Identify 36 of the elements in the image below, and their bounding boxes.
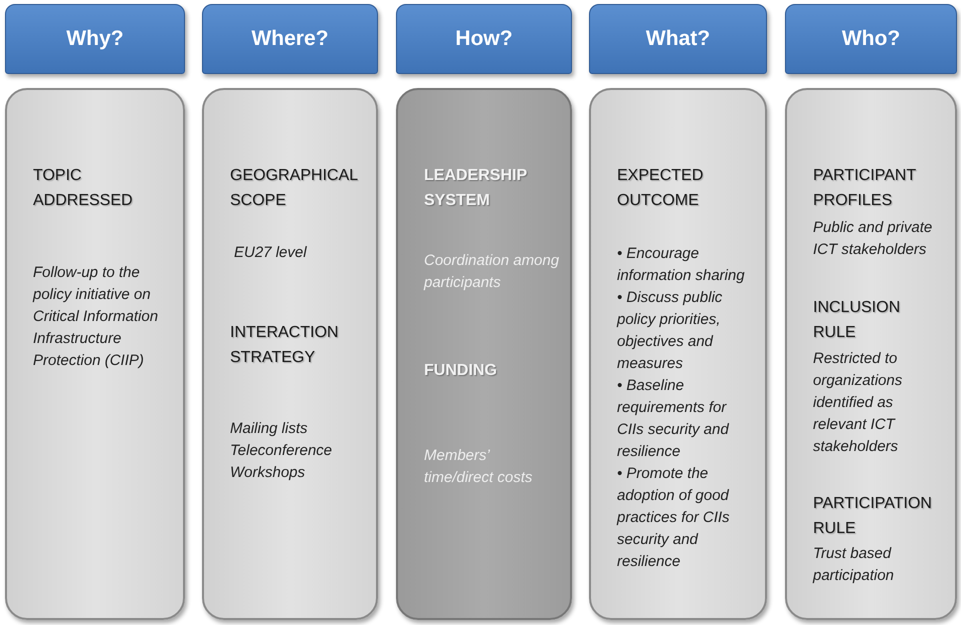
- column-panel: [202, 88, 378, 620]
- column-panel: [396, 88, 572, 620]
- column-header: [785, 4, 957, 74]
- column-header: [202, 4, 378, 74]
- section-text: EU27 level: [233, 243, 308, 263]
- header-title: Why?: [66, 27, 124, 51]
- section-text: Trust based participation: [813, 544, 895, 586]
- column-panel: [785, 88, 957, 620]
- section-text: Follow-up to the policy initiative on Critical Information Infrastructure Protection (CIIP): [33, 263, 160, 371]
- column-header: [589, 4, 767, 74]
- section-text: • Discuss public policy priorities, objectives and measures: [617, 288, 724, 374]
- section-heading: GEOGRAPHICAL SCOPE: [230, 166, 358, 211]
- section-heading: PARTICIPATION RULE: [813, 494, 933, 539]
- column-header: [396, 4, 572, 74]
- header-title: How?: [455, 27, 513, 51]
- section-heading: INCLUSION RULE: [813, 298, 902, 343]
- section-text: Mailing lists Teleconference Workshops: [230, 419, 334, 483]
- section-text: Restricted to organizations identified as relevant ICT stakeholders: [813, 349, 904, 457]
- column-header: [5, 4, 185, 74]
- section-text: Public and private ICT stakeholders: [813, 218, 934, 260]
- header-title: Where?: [251, 27, 328, 51]
- section-text: Coordination among participants: [424, 251, 560, 293]
- section-heading: TOPIC ADDRESSED: [33, 166, 134, 211]
- section-heading: LEADERSHIP SYSTEM: [424, 166, 528, 211]
- section-heading: INTERACTION STRATEGY: [230, 323, 340, 368]
- section-text: • Encourage information sharing: [617, 244, 746, 286]
- section-text: Members’ time/direct costs: [424, 446, 534, 488]
- section-heading: EXPECTED OUTCOME: [617, 166, 704, 211]
- column-panel: [589, 88, 767, 620]
- section-heading: FUNDING: [424, 361, 498, 381]
- header-title: What?: [646, 27, 710, 51]
- column-panel: [5, 88, 185, 620]
- header-title: Who?: [842, 27, 900, 51]
- section-text: • Baseline requirements for CIIs security and resilience: [617, 376, 730, 462]
- section-heading: PARTICIPANT PROFILES: [813, 166, 917, 211]
- section-text: • Promote the adoption of good practices for CIIs security and resilience: [617, 464, 731, 572]
